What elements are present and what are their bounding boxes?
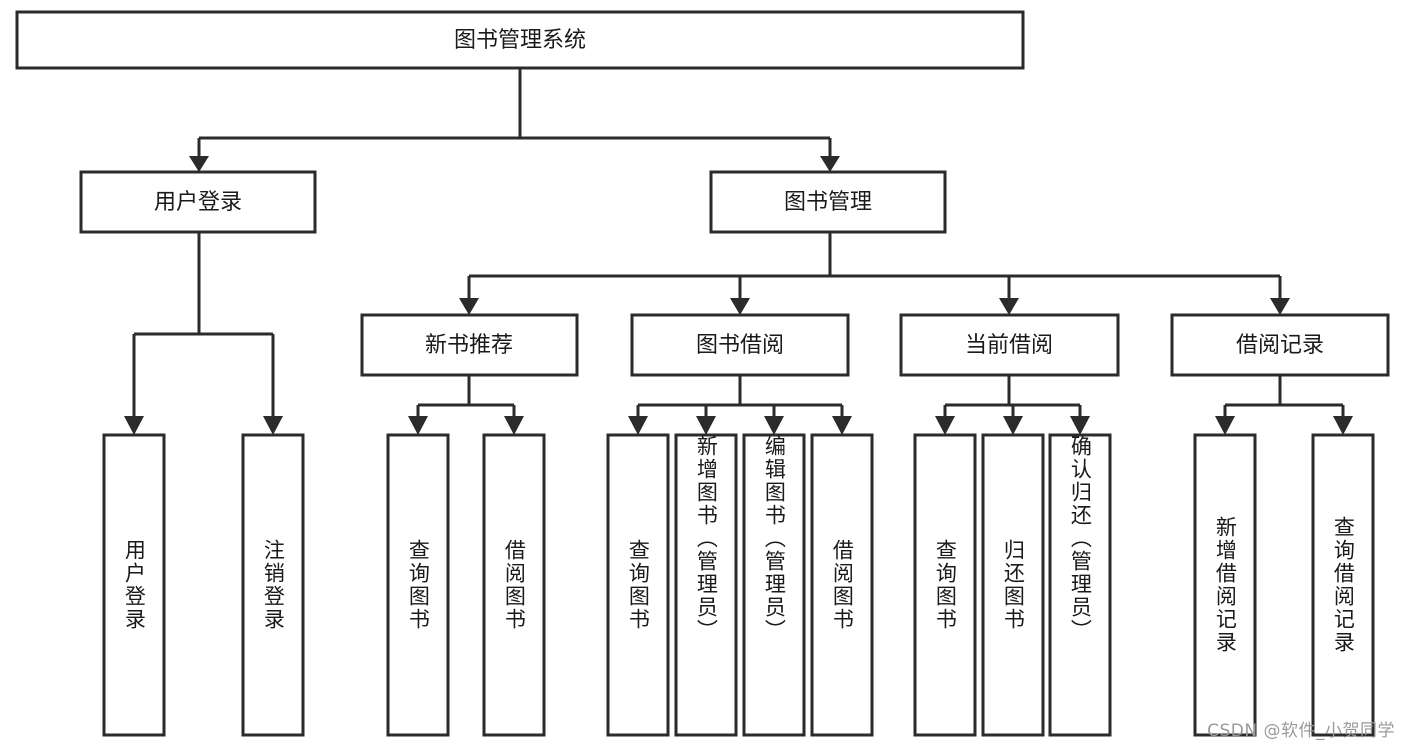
leaf-rect-edit-book-admin[interactable]	[742, 433, 806, 737]
node-book-manage-rect	[709, 170, 947, 234]
arrow-head-leaf-6	[696, 416, 716, 435]
leaf-rect-borrow-book[interactable]	[810, 433, 874, 737]
node-borrow-record-rect	[1170, 313, 1390, 377]
leaf-rect-query-book-rec[interactable]	[386, 433, 450, 737]
connector-bookmanage-branch	[467, 232, 1282, 302]
leaf-rect-borrow-book-rec[interactable]	[482, 433, 546, 737]
connector-root-branch	[197, 68, 832, 160]
leaf-rect-user-login[interactable]	[102, 433, 166, 737]
node-root-rect	[15, 10, 1025, 70]
node-current-borrow-label: 当前借阅	[965, 333, 1053, 358]
arrow-head-to-current-borrow	[999, 298, 1019, 315]
node-borrow-record-label: 借阅记录	[1236, 333, 1324, 358]
connector-group-newbookrec-to-leaves	[408, 375, 524, 435]
connector-bookborrow-branch	[636, 375, 844, 420]
connector-group-bookmanage-to-level3	[459, 232, 1290, 315]
connector-userlogin-branch	[132, 232, 275, 420]
node-borrow-record[interactable]: 借阅记录	[1170, 313, 1390, 377]
connector-group-userlogin-to-leaves	[124, 232, 283, 435]
arrow-head-leaf-9	[935, 416, 955, 435]
node-book-manage[interactable]: 图书管理	[709, 170, 947, 234]
leaf-rect-query-book-current[interactable]	[913, 433, 977, 737]
connector-currentborrow-branch	[943, 375, 1082, 420]
connector-group-bookborrow-to-leaves	[628, 375, 852, 435]
leaf-rect-query-borrow-record[interactable]	[1311, 433, 1375, 737]
watermark-text: CSDN @软件_小贺同学	[1207, 721, 1395, 741]
node-root[interactable]: 图书管理系统	[15, 10, 1025, 70]
arrow-head-to-borrow-record	[1270, 298, 1290, 315]
node-new-book-recommend-rect	[360, 313, 579, 377]
node-book-manage-label: 图书管理	[784, 190, 872, 215]
node-book-borrow[interactable]: 图书借阅	[630, 313, 850, 377]
connector-group-borrowrecord-to-leaves	[1215, 375, 1353, 435]
leaf-rect-logout-login[interactable]	[241, 433, 305, 737]
arrow-head-to-book-manage	[820, 156, 840, 172]
node-book-borrow-rect	[630, 313, 850, 377]
arrow-head-to-new-book-rec	[459, 298, 479, 315]
leaf-rect-add-book-admin[interactable]	[674, 433, 738, 737]
node-new-book-recommend[interactable]: 新书推荐	[360, 313, 579, 377]
leaf-node-group	[102, 433, 1375, 737]
arrow-head-to-user-login	[189, 156, 209, 172]
arrow-head-leaf-4	[504, 416, 524, 435]
node-current-borrow-rect	[899, 313, 1120, 377]
arrow-head-leaf-2	[263, 416, 283, 435]
connector-newbookrec-branch	[416, 375, 516, 420]
arrow-head-leaf-5	[628, 416, 648, 435]
arrow-head-leaf-10	[1003, 416, 1023, 435]
node-user-login[interactable]: 用户登录	[79, 170, 317, 234]
arrow-head-leaf-7	[764, 416, 784, 435]
leaf-rect-query-book-borrow[interactable]	[606, 433, 670, 737]
node-book-borrow-label: 图书借阅	[696, 333, 784, 358]
arrow-head-leaf-11	[1070, 416, 1090, 435]
leaf-rect-confirm-return-admin[interactable]	[1048, 433, 1112, 737]
node-user-login-label: 用户登录	[154, 190, 242, 215]
node-root-label: 图书管理系统	[454, 28, 586, 53]
node-new-book-recommend-label: 新书推荐	[425, 333, 513, 358]
arrow-head-leaf-8	[832, 416, 852, 435]
arrow-head-leaf-1	[124, 416, 144, 435]
connector-borrowrecord-branch	[1223, 375, 1345, 420]
arrow-head-leaf-13	[1333, 416, 1353, 435]
arrow-head-to-book-borrow	[730, 298, 750, 315]
arrow-head-leaf-3	[408, 416, 428, 435]
node-user-login-rect	[79, 170, 317, 234]
connector-group-root-to-level2	[189, 68, 840, 172]
leaf-rect-return-book[interactable]	[981, 433, 1045, 737]
node-current-borrow[interactable]: 当前借阅	[899, 313, 1120, 377]
connector-group-currentborrow-to-leaves	[935, 375, 1090, 435]
leaf-rect-add-borrow-record[interactable]	[1193, 433, 1257, 737]
arrow-head-leaf-12	[1215, 416, 1235, 435]
